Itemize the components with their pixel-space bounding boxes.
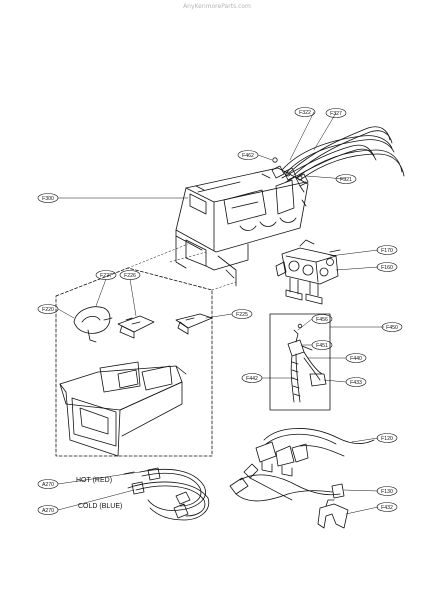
label-f450: F450	[386, 325, 398, 331]
watermark: AnyKenmoreParts.com	[183, 3, 251, 10]
label-f226: F226	[124, 273, 136, 279]
inlet-hoses	[123, 467, 210, 521]
supply-tubes	[281, 126, 405, 183]
label-f433: F433	[350, 380, 362, 386]
detergent-drawer	[59, 361, 187, 457]
label-f170: F170	[381, 248, 393, 254]
label-f442: F442	[246, 376, 258, 382]
hose-label-cold: COLD (BLUE)	[78, 503, 122, 510]
label-f300: F300	[42, 196, 54, 202]
projection-lines	[127, 243, 237, 291]
label-f321: F321	[340, 177, 352, 183]
label-f130: F130	[381, 489, 393, 495]
label-f456: F456	[316, 317, 328, 323]
label-f225: F225	[236, 312, 248, 318]
label-f451: F451	[316, 343, 328, 349]
inlet-valve	[275, 239, 341, 305]
label-f227: F227	[100, 273, 112, 279]
label-f322: F322	[299, 110, 311, 116]
bleach-cap	[175, 313, 213, 335]
label-a270-hot: A270	[42, 482, 54, 488]
label-f440: F440	[350, 356, 362, 362]
leader-lines	[57, 111, 385, 515]
label-f327: F327	[330, 111, 342, 117]
label-f120: F120	[381, 436, 393, 442]
callout-labels: F322 F327 F462 F321 F300 F170 F160 F227 …	[42, 110, 398, 514]
drain-hose	[287, 323, 327, 403]
label-f462: F462	[242, 153, 254, 159]
hose-labels: HOT (RED) COLD (BLUE)	[76, 477, 122, 510]
wire-harness	[229, 428, 375, 529]
label-f432: F432	[381, 505, 393, 511]
siphon-cap	[73, 306, 113, 343]
dispenser-housing	[175, 167, 309, 287]
drawer-frame	[55, 267, 213, 457]
label-f220: F220	[42, 307, 54, 313]
label-f160: F160	[381, 265, 393, 271]
hose-label-hot: HOT (RED)	[76, 477, 112, 484]
softener-cap	[117, 315, 155, 339]
label-a270-cold: A270	[42, 508, 54, 514]
valve-connectors	[271, 157, 309, 187]
callouts	[37, 107, 403, 515]
